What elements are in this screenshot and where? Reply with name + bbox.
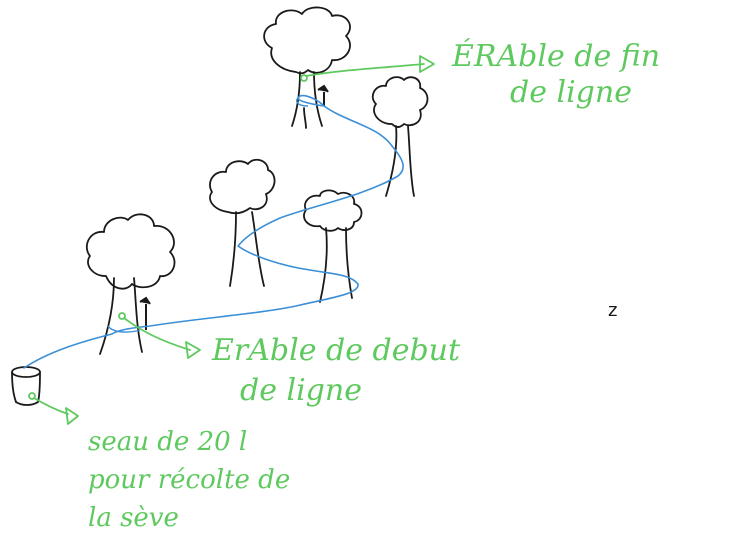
end-label-line2: de ligne — [510, 75, 632, 110]
arrow-to-bucket-label — [28, 392, 79, 425]
arrow-to-end-label — [300, 55, 435, 82]
end-label-line1: ÉRAble de fin — [451, 38, 660, 74]
tree-end-of-line — [263, 6, 351, 129]
tree-right-upper — [371, 76, 429, 197]
arrow-to-start-label — [118, 312, 201, 359]
tap-end-of-line — [317, 84, 329, 106]
start-label-line1: ErAble de debut — [211, 333, 461, 368]
stray-mark: z — [608, 300, 617, 321]
start-label-line2: de ligne — [240, 373, 362, 408]
tree-start-of-line — [85, 213, 176, 355]
bucket-label-line2: pour récolte de — [88, 465, 290, 495]
tap-start-of-line — [139, 296, 151, 330]
bucket-label-line1: seau de 20 l — [88, 427, 247, 457]
tree-middle-left — [209, 158, 276, 287]
bucket-label-line3: la sève — [88, 503, 179, 533]
sap-tubing-line — [23, 94, 404, 369]
